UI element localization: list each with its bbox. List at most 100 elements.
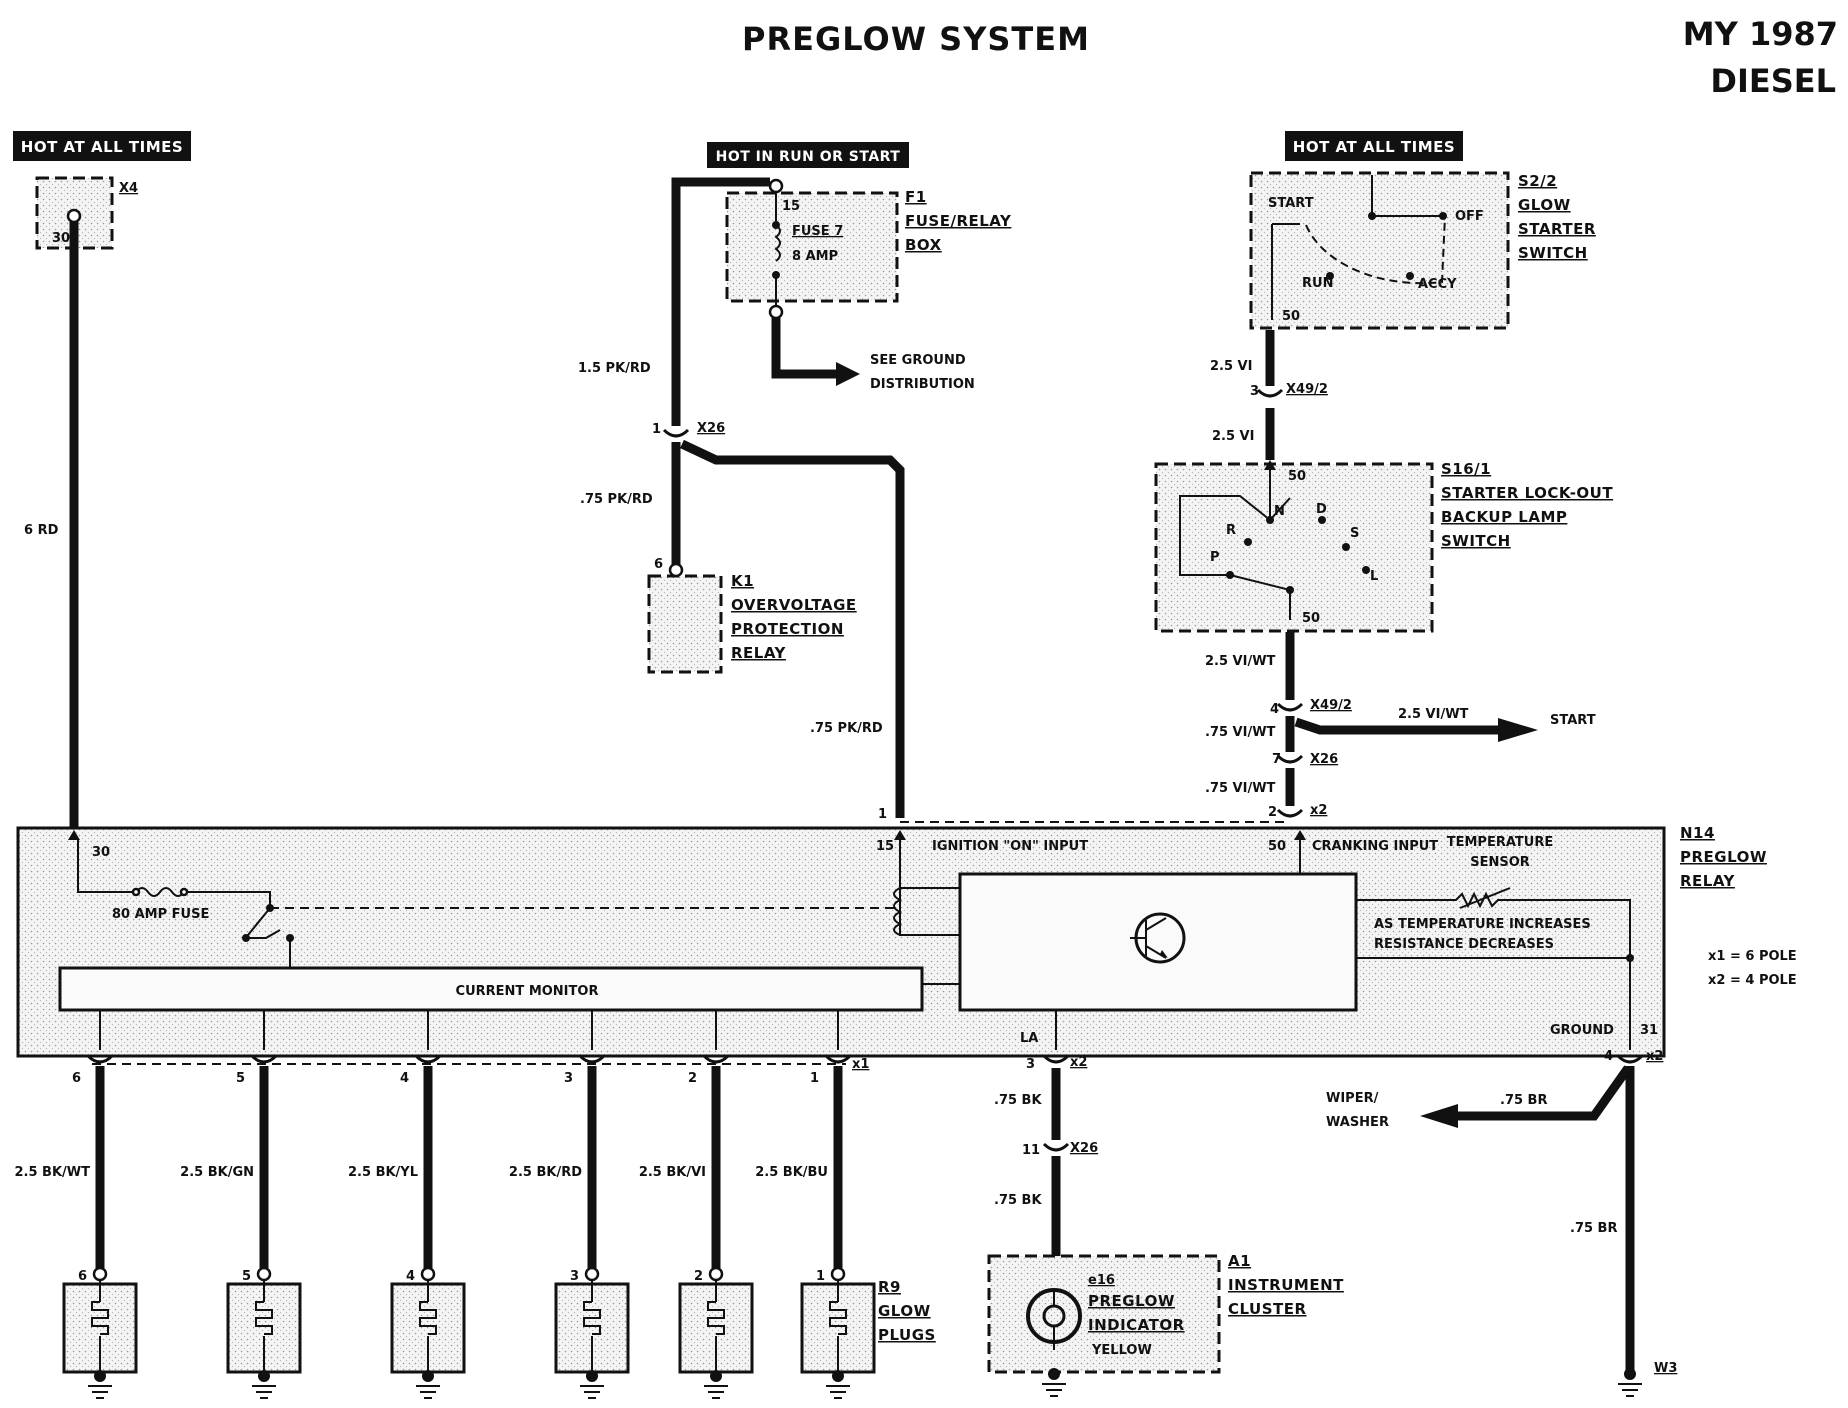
wire-75-viwt-b-label: .75 VI/WT [1205, 781, 1276, 796]
x49-2-id-a: X49/2 [1286, 382, 1328, 397]
glow-plug-pin-5: 5 [242, 1269, 251, 1284]
relay-temp-2: SENSOR [1470, 855, 1530, 870]
x1-pin-2: 2 [688, 1071, 697, 1086]
wire-glow-plug-label-6: 2.5 BK/WT [15, 1165, 91, 1180]
x49-2-id-b: X49/2 [1310, 698, 1352, 713]
k1-name-2: PROTECTION [731, 620, 844, 638]
wire-75-bk-a-label: .75 BK [994, 1093, 1042, 1108]
wire-75-pkrd-label-a: .75 PK/RD [580, 492, 653, 507]
ground-w3: W3 [1654, 1361, 1677, 1376]
x2-la-id: x2 [1070, 1055, 1087, 1070]
wire-75-pkrd-label-b: .75 PK/RD [810, 721, 883, 736]
fuse-7-label: FUSE 7 [792, 224, 843, 239]
x1-pin-6: 6 [72, 1071, 81, 1086]
wire-1-5-pkrd [671, 177, 770, 426]
relay-temp-1: TEMPERATURE [1447, 835, 1553, 850]
glow-plug-pin-4: 4 [406, 1269, 415, 1284]
lockout-name-2: BACKUP LAMP [1441, 508, 1567, 526]
glow-plug-pin-2: 2 [694, 1269, 703, 1284]
switch-run: RUN [1302, 276, 1333, 291]
k1-name-1: OVERVOLTAGE [731, 596, 857, 614]
ground-dist-1: SEE GROUND [870, 353, 966, 368]
banner-hot-run-text: HOT IN RUN OR START [716, 149, 901, 165]
lockout-pos-l: L [1370, 569, 1378, 584]
x2-gnd-id: x2 [1646, 1049, 1663, 1064]
engine-type: DIESEL [1710, 62, 1836, 100]
cluster-name-1: INSTRUMENT [1228, 1276, 1344, 1294]
wire-glow-plug-label-5: 2.5 BK/GN [180, 1165, 254, 1180]
wire-75-br-b-label: .75 BR [1570, 1221, 1617, 1236]
relay-pin15: 15 [876, 839, 894, 854]
relay-pin15-pos: 1 [878, 807, 887, 822]
glow-plug-pin-6: 6 [78, 1269, 87, 1284]
glow-plugs-id: R9 [878, 1278, 901, 1296]
cluster-lamp-id: e16 [1088, 1273, 1115, 1288]
switch-pin: 50 [1282, 309, 1300, 324]
wire-75-br-a-label: .75 BR [1500, 1093, 1547, 1108]
x26-id: X26 [697, 421, 725, 436]
instrument-cluster: e16 PREGLOW INDICATOR YELLOW A1 INSTRUME… [987, 1252, 1344, 1374]
relay-ignition-input: IGNITION "ON" INPUT [932, 839, 1088, 854]
relay-fuse: 80 AMP FUSE [112, 907, 209, 922]
x4-id: X4 [119, 181, 138, 196]
relay-cranking-input: CRANKING INPUT [1312, 839, 1438, 854]
pole-note-2: x2 = 4 POLE [1708, 973, 1797, 988]
fuse-box-name-2: BOX [905, 236, 942, 254]
relay-pin31: 31 [1640, 1023, 1658, 1038]
wire-75-pkrd-relay [680, 439, 905, 818]
wire-start-label: 2.5 VI/WT [1398, 707, 1469, 722]
glow-plug-1: 12.5 BK/BU1 [755, 1054, 876, 1399]
glow-plug-6: 6 2.5 BK/WT 6 [15, 1054, 138, 1399]
wiper-label-2: WASHER [1326, 1115, 1389, 1130]
fuse-box-id: F1 [905, 188, 927, 206]
wire-glow-plug-label-4: 2.5 BK/YL [348, 1165, 418, 1180]
relay-pin50: 50 [1268, 839, 1286, 854]
relay-temp-note-2: RESISTANCE DECREASES [1374, 937, 1554, 952]
wire-75-viwt-a-label: .75 VI/WT [1205, 725, 1276, 740]
starter-lockout-switch: 50 50 N D R S P L S16/1 STARTER LOCK-OUT… [1154, 460, 1613, 633]
glow-plug-pin-3: 3 [570, 1269, 579, 1284]
wire-start [1294, 717, 1500, 735]
pole-note-1: x1 = 6 POLE [1708, 949, 1797, 964]
fuse-pin: 15 [782, 199, 800, 214]
switch-accy: ACCY [1418, 277, 1457, 292]
lockout-pin-bottom: 50 [1302, 611, 1320, 626]
cluster-name-2: CLUSTER [1228, 1300, 1307, 1318]
glow-plug-4: 42.5 BK/YL4 [348, 1054, 466, 1399]
switch-id: S2/2 [1518, 172, 1557, 190]
switch-start: START [1268, 196, 1314, 211]
model-year: MY 1987 [1683, 15, 1838, 53]
cluster-lamp-1: PREGLOW [1088, 1292, 1175, 1310]
relay-name-2: RELAY [1680, 872, 1736, 890]
cluster-lamp-2: INDICATOR [1088, 1316, 1185, 1334]
x26-pin11: 11 [1022, 1143, 1040, 1158]
wire-1-5-pkrd-label: 1.5 PK/RD [578, 361, 651, 376]
banner-hot-right [1285, 131, 1463, 161]
x26-id-b: X26 [1310, 752, 1338, 767]
switch-name-2: STARTER [1518, 220, 1596, 238]
relay-ground: GROUND [1550, 1023, 1614, 1038]
relay-current-monitor: CURRENT MONITOR [456, 984, 599, 999]
banner-hot-left-text: HOT AT ALL TIMES [21, 138, 183, 156]
relay-temp-note-1: AS TEMPERATURE INCREASES [1374, 917, 1591, 932]
lockout-name-1: STARTER LOCK-OUT [1441, 484, 1613, 502]
switch-name-1: GLOW [1518, 196, 1571, 214]
glow-plug-5: 52.5 BK/GN5 [180, 1054, 302, 1399]
k1-pin: 6 [654, 557, 663, 572]
glow-plug-pin-1: 1 [816, 1269, 825, 1284]
relay-pin-la: LA [1020, 1031, 1038, 1046]
cluster-id: A1 [1228, 1252, 1251, 1270]
wiper-label-1: WIPER/ [1326, 1091, 1379, 1106]
wire-2-5-vi-a-label: 2.5 VI [1210, 359, 1252, 374]
wire-75-bk-b-label: .75 BK [994, 1193, 1042, 1208]
wire-ground-distribution [771, 318, 838, 379]
start-label: START [1550, 713, 1596, 728]
k1-id: K1 [731, 572, 754, 590]
wire-2-5-vi-b-label: 2.5 VI [1212, 429, 1254, 444]
glow-starter-switch: START OFF RUN ACCY 50 S2/2 GLOW STARTER … [1249, 171, 1596, 330]
wire-glow-plug-label-2: 2.5 BK/VI [639, 1165, 706, 1180]
fuse-box-name-1: FUSE/RELAY [905, 212, 1012, 230]
x1-pin-3: 3 [564, 1071, 573, 1086]
switch-off: OFF [1455, 209, 1484, 224]
